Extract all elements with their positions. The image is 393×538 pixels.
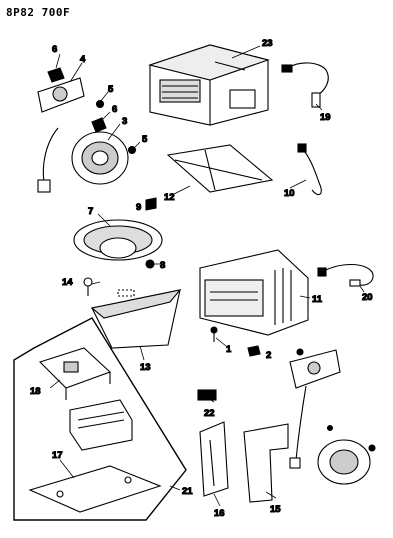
connector-block (197, 389, 217, 401)
callout-5a: 5 (108, 84, 114, 95)
right-speaker-assembly (289, 348, 376, 485)
callout-3: 3 (122, 116, 127, 127)
wire-harness (297, 143, 322, 196)
callout-23: 23 (262, 38, 273, 49)
callout-12: 12 (164, 192, 175, 203)
speaker-mount-plate (37, 67, 85, 113)
small-hardware (210, 326, 261, 357)
audio-cable (317, 263, 374, 287)
callout-13: 13 (140, 362, 151, 373)
callout-19: 19 (320, 112, 331, 123)
leader-lines (49, 45, 365, 507)
callout-14: 14 (62, 277, 73, 288)
cassette-unit (199, 249, 309, 336)
callout-2: 2 (266, 350, 271, 361)
inset-bracket-plate (38, 347, 112, 400)
callout-7: 7 (88, 206, 93, 217)
radio-mount-bracket (166, 144, 274, 193)
callout-11: 11 (312, 294, 323, 305)
callout-15: 15 (270, 504, 281, 515)
callout-4: 4 (80, 54, 86, 65)
callout-17: 17 (52, 450, 63, 461)
callout-9: 9 (136, 202, 141, 213)
antenna-lead (281, 62, 329, 108)
radio-receiver (148, 44, 270, 126)
diagram-code: 8P82 700F (6, 6, 71, 19)
callout-6b: 6 (112, 104, 117, 115)
oval-speaker (73, 219, 163, 261)
callout-20: 20 (362, 292, 373, 303)
inset-base-plate (28, 465, 162, 513)
callout-18: 18 (30, 386, 41, 397)
side-bracket (243, 423, 289, 503)
callout-1: 1 (226, 344, 232, 355)
callout-labels: 6 4 5 6 3 5 23 19 12 10 9 7 8 14 11 20 1… (29, 37, 373, 519)
callout-21: 21 (182, 486, 193, 497)
door-speaker (37, 127, 129, 193)
callout-5b: 5 (142, 134, 148, 145)
inset-amplifier (69, 399, 133, 451)
callout-16: 16 (214, 508, 225, 519)
retaining-clip (145, 197, 157, 211)
callout-22: 22 (204, 408, 215, 419)
callout-6a: 6 (52, 44, 57, 55)
callout-8: 8 (160, 260, 165, 271)
storage-bin (90, 289, 182, 349)
callout-10: 10 (284, 188, 295, 199)
vertical-bracket (199, 421, 229, 497)
mounting-screw (83, 277, 93, 296)
inset-frame (13, 317, 187, 521)
